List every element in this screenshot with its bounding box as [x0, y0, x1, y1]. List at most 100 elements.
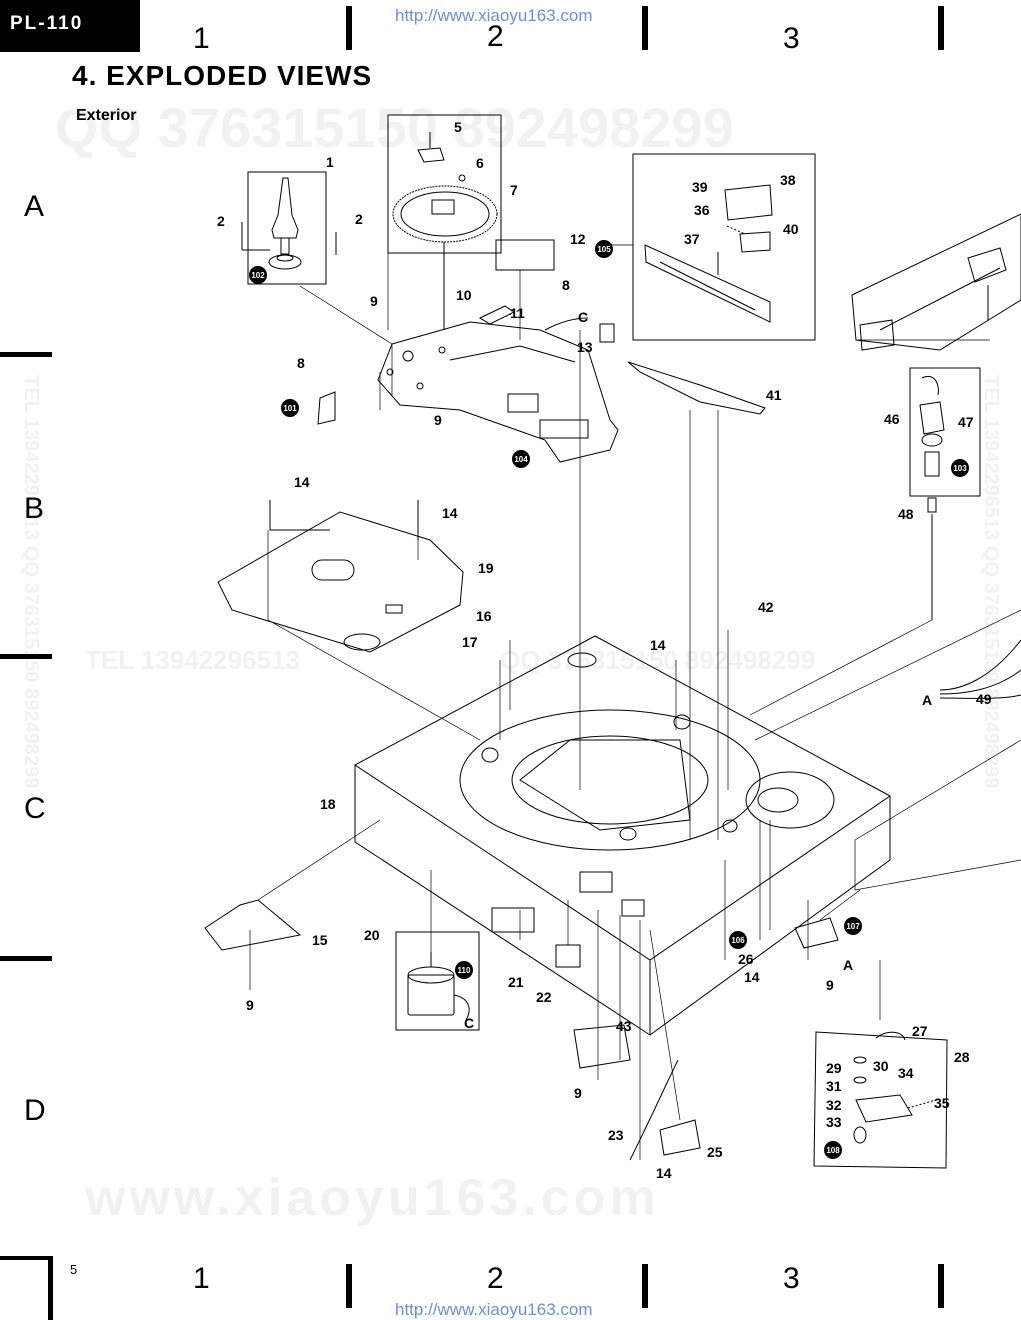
- watermark-qq: QQ 376315150 892498299: [55, 96, 734, 159]
- row-label-a: A: [24, 190, 45, 223]
- svg-text:106: 106: [731, 936, 745, 945]
- row-divider: [0, 654, 52, 659]
- lever-10: [478, 305, 515, 325]
- callout-12: 12: [570, 231, 586, 247]
- svg-text:101: 101: [283, 404, 297, 413]
- lever-12: [495, 239, 555, 271]
- callout-9: 9: [434, 412, 442, 428]
- callout-13: 13: [577, 339, 593, 355]
- callout-8: 8: [297, 355, 305, 371]
- callout-17: 17: [462, 634, 478, 650]
- svg-text:108: 108: [826, 1146, 840, 1155]
- row-divider: [0, 352, 52, 357]
- callout-14: 14: [442, 505, 458, 521]
- cover-slot: [385, 604, 403, 614]
- connector-107: [794, 917, 839, 949]
- gear-plate: [392, 132, 498, 330]
- ref-mark-101: 101: [281, 399, 299, 417]
- svg-text:105: 105: [597, 245, 611, 254]
- callout-32: 32: [826, 1097, 842, 1113]
- callout-20: 20: [364, 927, 380, 943]
- bracket-25: [659, 1119, 701, 1156]
- svg-text:107: 107: [846, 922, 860, 931]
- ref-mark-103: 103: [951, 459, 969, 477]
- callout-8: 8: [562, 277, 570, 293]
- motor-group-box: [395, 931, 480, 1031]
- callout-14: 14: [744, 969, 760, 985]
- slider-assembly: [644, 184, 773, 323]
- callout-40: 40: [783, 221, 799, 237]
- section-subtitle: Exterior: [76, 107, 137, 124]
- callout-47: 47: [958, 414, 974, 430]
- page-title: 4. EXPLODED VIEWS: [72, 60, 373, 91]
- motor-20: [407, 952, 470, 1021]
- callout-35: 35: [934, 1095, 950, 1111]
- row-label-c: C: [24, 792, 46, 825]
- ref-mark-106: 106: [729, 931, 747, 949]
- callout-5: 5: [454, 119, 462, 135]
- callout-37: 37: [684, 231, 700, 247]
- column-divider: [938, 6, 944, 50]
- column-divider: [642, 1264, 648, 1308]
- page-number: 5: [70, 1262, 78, 1277]
- callout-18: 18: [320, 796, 336, 812]
- switch-13: [599, 323, 615, 343]
- column-number-1: 1: [193, 22, 210, 55]
- callout-31: 31: [826, 1078, 842, 1094]
- callout-c: C: [464, 1015, 474, 1031]
- chassis-plate: [377, 321, 619, 463]
- callout-a: A: [843, 957, 853, 973]
- cover-cutout: [311, 559, 355, 581]
- callout-34: 34: [898, 1065, 914, 1081]
- callout-14: 14: [294, 474, 310, 490]
- header-url[interactable]: http://www.xiaoyu163.com: [395, 6, 593, 25]
- cover-hole: [343, 633, 381, 651]
- column-number-3: 3: [783, 22, 800, 55]
- callout-26: 26: [738, 951, 754, 967]
- row-label-d: D: [24, 1094, 46, 1127]
- callout-36: 36: [694, 202, 710, 218]
- callout-11: 11: [510, 305, 525, 321]
- callout-9: 9: [826, 977, 834, 993]
- spring-11: [501, 309, 521, 319]
- callout-9: 9: [370, 293, 378, 309]
- switch-21: [491, 907, 535, 933]
- column-divider: [346, 1264, 352, 1308]
- column-number-2: 2: [487, 20, 504, 53]
- slider-group-box: [632, 153, 816, 341]
- page-corner-mark: [48, 1258, 53, 1320]
- callout-29: 29: [826, 1060, 842, 1076]
- bottom-cover-19: [217, 511, 464, 653]
- callout-c: C: [578, 309, 588, 325]
- arm-lever-41: [627, 361, 766, 415]
- leader-lines: [249, 244, 1021, 1160]
- row-label-b: B: [24, 492, 45, 525]
- ref-mark-108: 108: [824, 1141, 842, 1159]
- callout-48: 48: [898, 506, 914, 522]
- cabinet: [354, 635, 891, 1036]
- callout-19: 19: [478, 560, 494, 576]
- callout-7: 7: [510, 182, 518, 198]
- callout-33: 33: [826, 1114, 842, 1130]
- callout-28: 28: [954, 1049, 970, 1065]
- ref-mark-107: 107: [844, 917, 862, 935]
- cueing-assembly: [853, 1031, 937, 1144]
- cable-49: [939, 669, 1021, 695]
- wire-c-top: [544, 317, 589, 331]
- callout-labels: 1 2 2 5 6 7 9 10 11 12 8 C 13 8 9 39 38 …: [217, 119, 992, 1181]
- headshell-parts: [919, 376, 945, 620]
- bracket-101: [317, 391, 336, 425]
- spindle-group-box: [247, 171, 327, 285]
- watermark-site: www.xiaoyu163.com: [85, 1169, 660, 1227]
- row-divider: [0, 956, 52, 961]
- callout-23: 23: [608, 1127, 624, 1143]
- callout-39: 39: [692, 179, 708, 195]
- callout-25: 25: [707, 1144, 723, 1160]
- callout-9: 9: [246, 997, 254, 1013]
- callout-16: 16: [476, 608, 492, 624]
- callout-a: A: [922, 692, 932, 708]
- svg-text:103: 103: [953, 464, 967, 473]
- footer-column-number-1: 1: [193, 1262, 210, 1295]
- footer-url[interactable]: http://www.xiaoyu163.com: [395, 1300, 593, 1319]
